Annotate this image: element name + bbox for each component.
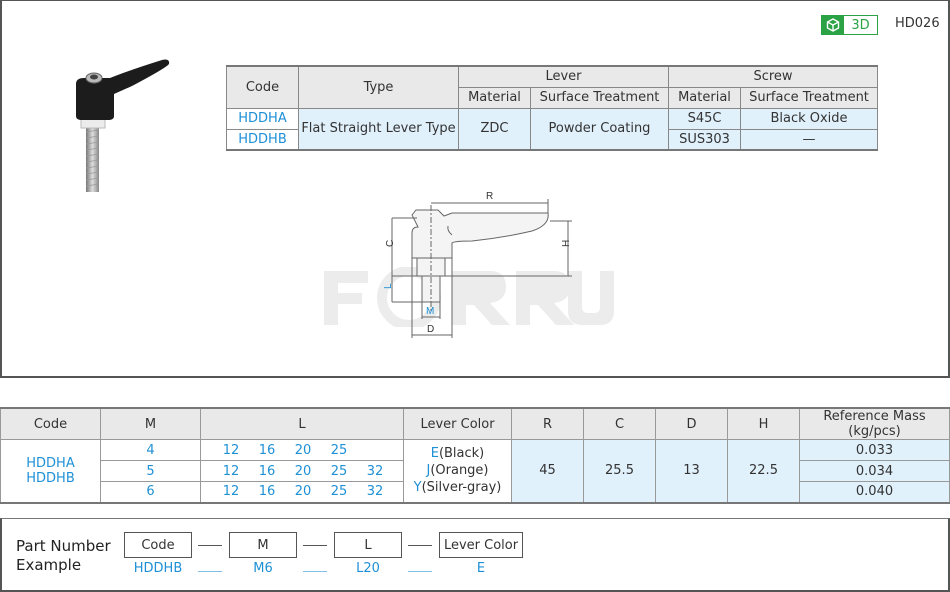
header-code: Code	[0, 407, 101, 440]
lever-surface-cell: Powder Coating	[530, 107, 669, 151]
svg-text:H: H	[561, 240, 572, 247]
l-value[interactable]: 12	[222, 463, 240, 479]
m-cell: 6	[100, 481, 201, 503]
code-link[interactable]: HDDHA	[26, 455, 75, 471]
cube-icon	[822, 16, 844, 34]
title-line-2: Example	[16, 556, 82, 574]
l-value[interactable]: 32	[366, 463, 384, 479]
separator	[198, 545, 222, 546]
l-value[interactable]: 25	[330, 484, 348, 500]
dimension-drawing: R C H L M D	[383, 191, 572, 338]
header-l: L	[200, 407, 404, 440]
color-name: (Silver-gray)	[421, 480, 502, 496]
example-m: M6	[253, 561, 273, 576]
l-value[interactable]: 16	[258, 442, 276, 458]
l-value[interactable]: 20	[294, 484, 312, 500]
l-value[interactable]: 20	[294, 463, 312, 479]
header-d: D	[655, 407, 728, 440]
field-box-code: Code	[124, 532, 192, 558]
l-value[interactable]: 12	[222, 442, 240, 458]
header-lever-color: Lever Color	[403, 407, 512, 440]
field-box-lever-color: Lever Color	[439, 532, 523, 558]
header-m: M	[100, 407, 201, 440]
model-code: HD026	[895, 16, 940, 31]
header-screw-material: Material	[668, 86, 741, 109]
field-box-l: L	[334, 532, 402, 558]
separator	[408, 545, 432, 546]
separator	[303, 571, 327, 572]
example-code: HDDHB	[133, 561, 183, 576]
screw-material-cell: S45C	[668, 107, 741, 130]
header-lever: Lever	[458, 65, 669, 88]
part-number-title: Part Number Example	[16, 537, 111, 575]
l-value[interactable]: 20	[294, 442, 312, 458]
mass-cell: 0.033	[799, 439, 950, 461]
mass-cell: 0.040	[799, 481, 950, 503]
c-value: 25.5	[583, 439, 656, 503]
separator	[198, 571, 222, 572]
product-photo	[76, 59, 170, 192]
header-code: Code	[226, 65, 299, 109]
header-lever-material: Material	[458, 86, 531, 109]
l-value[interactable]	[357, 443, 393, 458]
lever-material-cell: ZDC	[458, 107, 531, 151]
screw-material-cell: SUS303	[668, 128, 741, 151]
code-link[interactable]: HDDHB	[26, 470, 75, 486]
dimensions-table: Code M L Lever Color R C D H Reference M…	[0, 407, 950, 504]
svg-text:L: L	[383, 283, 394, 289]
specification-table: Code Type Lever Screw Material Surface T…	[226, 65, 878, 151]
table-row: HDDHA Flat Straight Lever Type ZDC Powde…	[226, 107, 878, 151]
table-row: 5 12 16 20 25 32 0.034	[1, 460, 950, 482]
title-line-1: Part Number	[16, 537, 111, 555]
header-c: C	[583, 407, 656, 440]
code-cell: HDDHA HDDHB	[0, 439, 101, 503]
l-value[interactable]: 16	[258, 463, 276, 479]
example-lever-color: E	[476, 561, 486, 576]
separator	[303, 545, 327, 546]
color-code[interactable]: E	[430, 446, 439, 462]
d-value: 13	[655, 439, 728, 503]
l-value[interactable]: 25	[330, 463, 348, 479]
color-code[interactable]: Y	[413, 480, 422, 496]
l-value[interactable]: 12	[222, 484, 240, 500]
svg-text:D: D	[427, 324, 434, 335]
h-value: 22.5	[727, 439, 800, 503]
color-name: (Black)	[438, 446, 485, 462]
label-r: R	[486, 191, 493, 202]
color-code[interactable]: J	[426, 463, 431, 479]
table-row: HDDHB SUS303 —	[226, 128, 878, 151]
separator	[408, 571, 432, 572]
table-row: 6 12 16 20 25 32 0.040	[1, 481, 950, 503]
type-cell: Flat Straight Lever Type	[298, 107, 459, 151]
product-overview-panel: 3D HD026 Code Type Lever Screw Material …	[0, 0, 950, 378]
screw-surface-cell: —	[740, 128, 878, 151]
header-screw: Screw	[668, 65, 878, 88]
header-type: Type	[298, 65, 459, 109]
header-lever-surface: Surface Treatment	[530, 86, 669, 109]
table-row: HDDHA HDDHB 4 12 16 20 25 E(Black) J(Ora…	[0, 439, 950, 503]
lever-color-cell: E(Black) J(Orange) Y(Silver-gray)	[403, 439, 512, 503]
m-cell: 4	[100, 439, 201, 461]
field-box-m: M	[229, 532, 297, 558]
header-r: R	[511, 407, 584, 440]
code-link[interactable]: HDDHA	[226, 107, 299, 130]
part-number-example-panel: Part Number Example Code M L Lever Color…	[0, 518, 950, 592]
3d-model-button[interactable]: 3D	[821, 15, 878, 35]
screw-surface-cell: Black Oxide	[740, 107, 878, 130]
example-l: L20	[356, 561, 380, 576]
header-screw-surface: Surface Treatment	[740, 86, 878, 109]
3d-label: 3D	[851, 17, 870, 33]
mass-cell: 0.034	[799, 460, 950, 482]
l-value[interactable]: 32	[366, 484, 384, 500]
l-value[interactable]: 25	[330, 442, 348, 458]
header-mass: Reference Mass (kg/pcs)	[799, 407, 950, 440]
svg-text:M: M	[426, 306, 434, 317]
l-value[interactable]: 16	[258, 484, 276, 500]
color-name: (Orange)	[430, 463, 489, 479]
svg-text:C: C	[385, 240, 396, 247]
code-link[interactable]: HDDHB	[226, 128, 299, 151]
r-value: 45	[511, 439, 584, 503]
header-h: H	[727, 407, 800, 440]
m-cell: 5	[100, 460, 201, 482]
